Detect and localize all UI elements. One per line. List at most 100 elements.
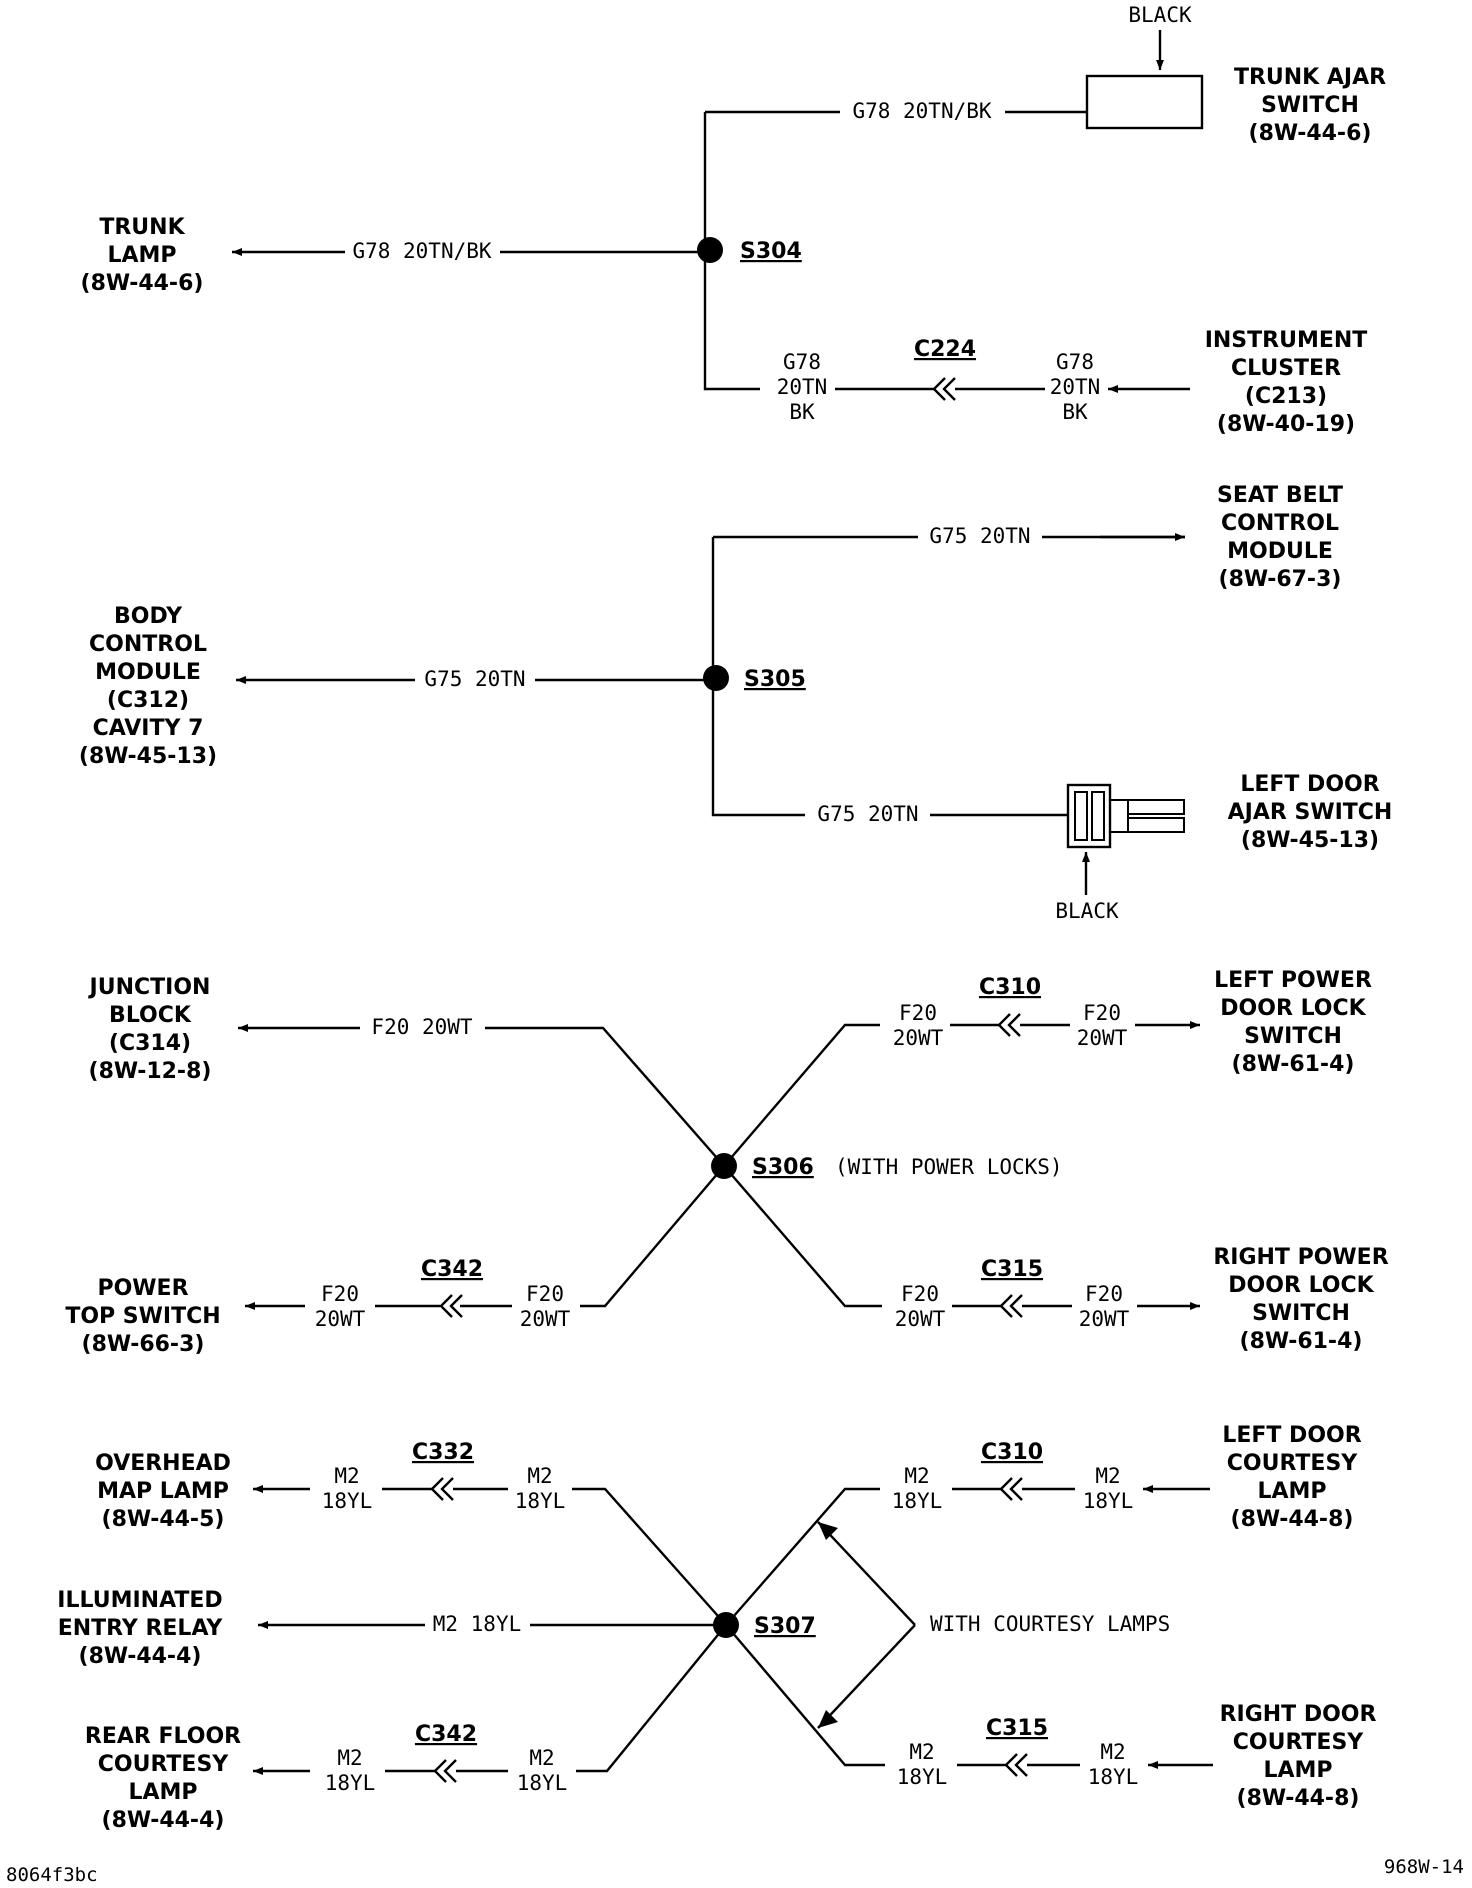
trunk-ajar-switch-label: TRUNK AJAR SWITCH (8W-44-6)	[1234, 65, 1386, 146]
svg-text:LAMP: LAMP	[107, 243, 176, 268]
svg-text:(C314): (C314)	[109, 1031, 191, 1056]
connector-c342-symbol-upper	[439, 1294, 463, 1318]
svg-text:LEFT DOOR: LEFT DOOR	[1240, 772, 1379, 797]
svg-text:(8W-44-5): (8W-44-5)	[102, 1507, 225, 1532]
connector-c224-label: C224	[914, 337, 976, 362]
connector-c310-symbol-upper	[997, 1013, 1021, 1037]
splice-s307-label: S307	[754, 1614, 816, 1639]
svg-text:F20: F20	[1085, 1282, 1123, 1306]
svg-text:(C312): (C312)	[107, 688, 189, 713]
svg-text:ILLUMINATED: ILLUMINATED	[57, 1588, 222, 1613]
black-label-bottom: BLACK	[1055, 899, 1119, 923]
svg-text:CONTROL: CONTROL	[89, 632, 207, 657]
svg-text:MAP LAMP: MAP LAMP	[97, 1479, 229, 1504]
svg-text:20TN: 20TN	[777, 375, 828, 399]
trunk-ajar-switch-box	[1085, 74, 1204, 130]
svg-text:M2: M2	[1100, 1740, 1125, 1764]
svg-text:CONTROL: CONTROL	[1221, 511, 1339, 536]
svg-text:(C213): (C213)	[1245, 384, 1327, 409]
splice-s305-label: S305	[744, 667, 806, 692]
connector-c342-label-upper: C342	[421, 1257, 483, 1282]
illuminated-entry-relay-label: ILLUMINATED ENTRY RELAY (8W-44-4)	[57, 1588, 223, 1669]
svg-text:18YL: 18YL	[1088, 1765, 1139, 1789]
courtesy-note-label: WITH COURTESY LAMPS	[930, 1612, 1170, 1636]
connector-c315-symbol-upper	[999, 1294, 1023, 1318]
svg-text:M2: M2	[904, 1464, 929, 1488]
wire-s307-lower-left	[576, 1624, 727, 1773]
svg-text:18YL: 18YL	[322, 1489, 373, 1513]
connector-c315-label-upper: C315	[981, 1257, 1043, 1282]
footer-left-code: 8064f3bc	[6, 1864, 98, 1886]
svg-text:(8W-66-3): (8W-66-3)	[82, 1332, 205, 1357]
connector-c315-label-lower: C315	[986, 1716, 1048, 1741]
svg-text:(8W-44-8): (8W-44-8)	[1237, 1786, 1360, 1811]
wire-label-g78-left-stack: G78 20TN BK	[777, 350, 828, 424]
svg-text:AJAR SWITCH: AJAR SWITCH	[1228, 800, 1393, 825]
instrument-cluster-label: INSTRUMENT CLUSTER (C213) (8W-40-19)	[1205, 328, 1368, 437]
wire-label-f20-ll-left: F20 20WT	[315, 1282, 366, 1331]
wire-label-g75-bottom: G75 20TN	[817, 802, 918, 826]
connector-c332-symbol	[430, 1477, 454, 1501]
left-door-ajar-switch-label: LEFT DOOR AJAR SWITCH (8W-45-13)	[1228, 772, 1393, 853]
section-s305: SEAT BELT CONTROL MODULE (8W-67-3) G75 2…	[79, 483, 1392, 923]
svg-text:F20: F20	[321, 1282, 359, 1306]
connector-c310-label-upper: C310	[979, 975, 1041, 1000]
svg-text:BK: BK	[1062, 400, 1088, 424]
svg-text:TRUNK AJAR: TRUNK AJAR	[1234, 65, 1386, 90]
section-s306: JUNCTION BLOCK (C314) (8W-12-8) F20 20WT…	[65, 968, 1388, 1357]
power-top-switch-label: POWER TOP SWITCH (8W-66-3)	[65, 1276, 220, 1357]
wire-s307-upper-right	[725, 1487, 880, 1626]
right-door-courtesy-label: RIGHT DOOR COURTESY LAMP (8W-44-8)	[1220, 1702, 1377, 1811]
svg-text:M2: M2	[1095, 1464, 1120, 1488]
connector-c342-label-lower: C342	[415, 1722, 477, 1747]
courtesy-note-pointers	[817, 1521, 916, 1729]
svg-text:TOP SWITCH: TOP SWITCH	[65, 1304, 220, 1329]
connector-c310-label-lower: C310	[981, 1440, 1043, 1465]
svg-text:20WT: 20WT	[893, 1026, 944, 1050]
svg-text:(8W-44-4): (8W-44-4)	[79, 1644, 202, 1669]
wire-label-m2-ll-right: M2 18YL	[517, 1746, 568, 1795]
svg-text:M2: M2	[337, 1746, 362, 1770]
wire-s306-lower-left	[580, 1165, 725, 1308]
svg-text:M2: M2	[529, 1746, 554, 1770]
wire-label-g75-left: G75 20TN	[424, 667, 525, 691]
left-door-courtesy-label: LEFT DOOR COURTESY LAMP (8W-44-8)	[1222, 1423, 1361, 1532]
svg-text:SEAT BELT: SEAT BELT	[1217, 483, 1343, 508]
svg-text:MODULE: MODULE	[1227, 539, 1333, 564]
wire-label-f20-lr-right: F20 20WT	[1079, 1282, 1130, 1331]
courtesy-note-arrow-lower	[818, 1710, 838, 1728]
wire-s305-vertical	[711, 537, 805, 817]
wire-label-m2-ur-left: M2 18YL	[892, 1464, 943, 1513]
svg-text:COURTESY: COURTESY	[98, 1752, 230, 1777]
svg-text:MODULE: MODULE	[95, 660, 201, 685]
svg-text:(8W-44-6): (8W-44-6)	[1249, 121, 1372, 146]
wire-label-m2-ul-left: M2 18YL	[322, 1464, 373, 1513]
svg-text:F20: F20	[901, 1282, 939, 1306]
junction-block-label: JUNCTION BLOCK (C314) (8W-12-8)	[88, 975, 212, 1084]
svg-text:JUNCTION: JUNCTION	[88, 975, 211, 1000]
splice-s306-label: S306	[752, 1155, 814, 1180]
svg-text:COURTESY: COURTESY	[1227, 1451, 1359, 1476]
svg-text:(8W-61-4): (8W-61-4)	[1232, 1052, 1355, 1077]
svg-text:F20: F20	[526, 1282, 564, 1306]
svg-text:18YL: 18YL	[325, 1771, 376, 1795]
svg-text:20WT: 20WT	[895, 1307, 946, 1331]
svg-text:SWITCH: SWITCH	[1252, 1301, 1350, 1326]
footer-right-code: 968W-14	[1384, 1856, 1464, 1878]
svg-text:OVERHEAD: OVERHEAD	[95, 1451, 231, 1476]
svg-text:(8W-44-8): (8W-44-8)	[1231, 1507, 1354, 1532]
svg-text:COURTESY: COURTESY	[1233, 1730, 1365, 1755]
splice-s305-dot	[703, 665, 729, 691]
trunk-lamp-label: TRUNK LAMP (8W-44-6)	[81, 215, 204, 296]
svg-text:LEFT DOOR: LEFT DOOR	[1222, 1423, 1361, 1448]
splice-s306-note: (WITH POWER LOCKS)	[835, 1155, 1063, 1179]
connector-c224-symbol	[932, 377, 956, 401]
svg-text:TRUNK: TRUNK	[99, 215, 185, 240]
svg-text:(8W-45-13): (8W-45-13)	[1241, 828, 1379, 853]
body-control-module-label: BODY CONTROL MODULE (C312) CAVITY 7 (8W-…	[79, 604, 217, 769]
svg-text:(8W-40-19): (8W-40-19)	[1217, 412, 1355, 437]
svg-text:G78: G78	[1056, 350, 1094, 374]
wire-label-g78-left: G78 20TN/BK	[352, 239, 491, 263]
svg-text:M2: M2	[334, 1464, 359, 1488]
